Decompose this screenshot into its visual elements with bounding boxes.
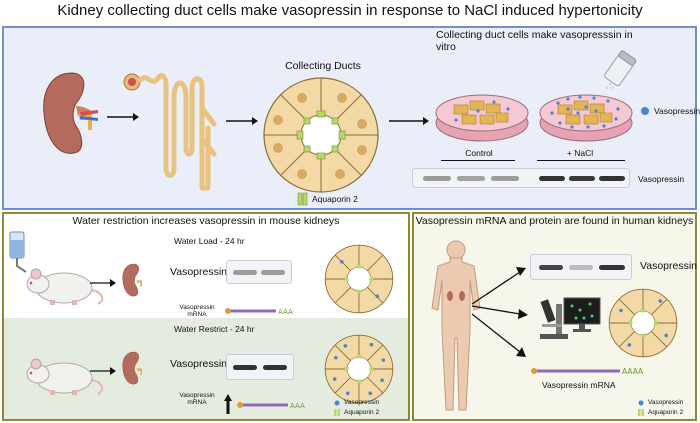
top-panel: Collecting Ducts Aquaporin 2 Collecting …: [2, 26, 700, 210]
petri-dish-control: [435, 94, 529, 142]
blot-band: [233, 270, 257, 275]
blot-band: [539, 265, 563, 270]
legend-vasopressin: Vasopressin: [344, 399, 380, 406]
human-panel: Vasopressin mRNA and protein are found i…: [412, 212, 697, 421]
water-bottle-icon: [9, 231, 27, 273]
water-load-label: Water Load - 24 hr: [174, 236, 245, 246]
aquaporin-legend-label: Aquaporin 2: [312, 194, 358, 204]
western-blot-human: [530, 254, 632, 280]
arrow-icon: [389, 117, 429, 125]
aquaporin-icon: [334, 409, 340, 416]
arrow-icon: [107, 113, 139, 121]
collecting-duct-icon: [324, 244, 394, 314]
aquaporin-icon: [638, 409, 644, 416]
kidney-icon: [122, 263, 142, 297]
arrow-icon: [471, 267, 526, 305]
mouse-panel: Water restriction increases vasopressin …: [2, 212, 410, 421]
kidney-icon: [122, 351, 142, 385]
control-label: Control: [465, 148, 493, 158]
mrna-strand-icon: AAA: [225, 308, 293, 316]
blot-band: [539, 176, 565, 181]
mrna-strand-icon: AAA: [237, 402, 305, 410]
vasopressin-dot-icon: [638, 400, 644, 406]
blot-band: [599, 265, 625, 270]
svg-text:AAA: AAA: [290, 402, 305, 410]
legend-aquaporin: Aquaporin 2: [344, 409, 380, 416]
blot-band: [599, 176, 625, 181]
control-divider: [441, 160, 515, 161]
mouse-icon: [26, 358, 104, 395]
human-mrna-label: Vasopressin mRNA: [542, 380, 616, 390]
blot-label: Vasopressin: [638, 174, 685, 184]
blot-band: [423, 176, 451, 181]
mouse-panel-title: Water restriction increases vasopressin …: [72, 215, 340, 227]
svg-text:AAA: AAA: [278, 308, 293, 316]
collecting-duct-icon: [263, 77, 379, 193]
arrow-icon: [471, 305, 528, 319]
human-panel-title: Vasopressin mRNA and protein are found i…: [415, 215, 694, 227]
aquaporin-icon: [297, 192, 308, 206]
blot-band: [569, 176, 595, 181]
western-blot-restrict: [226, 354, 294, 380]
mrna-label-restrict: Vasopressin mRNA: [179, 392, 215, 406]
up-arrow-icon: [224, 394, 232, 414]
western-blot-load: [226, 260, 292, 284]
human-blot-label: Vasopressin: [640, 260, 698, 272]
kidney-icon: [43, 72, 98, 154]
mrna-label-load: Vasopressin mRNA: [179, 304, 215, 318]
blot-band: [233, 365, 257, 370]
arrow-icon: [471, 313, 526, 357]
arrow-icon: [90, 279, 116, 287]
petri-dish-nacl: [539, 94, 633, 142]
arrow-icon: [90, 367, 116, 375]
vasopressin-dot-icon: [334, 400, 340, 406]
figure-title: Kidney collecting duct cells make vasopr…: [57, 2, 643, 19]
vasopressin-dot-icon: [641, 107, 649, 115]
vasopressin-label-restrict: Vasopressin: [170, 358, 228, 370]
collecting-ducts-label: Collecting Ducts: [285, 60, 361, 72]
svg-text:AAAA: AAAA: [622, 367, 644, 376]
nephron-icon: [123, 73, 217, 191]
blot-band: [491, 176, 519, 181]
nacl-divider: [537, 160, 625, 161]
blot-band: [263, 365, 287, 370]
collecting-duct-icon: [324, 334, 394, 404]
salt-shaker-icon: [604, 50, 637, 89]
vasopressin-label-load: Vasopressin: [170, 266, 228, 278]
arrow-icon: [226, 117, 258, 125]
vasopressin-legend-label: Vasopressin: [654, 106, 700, 116]
blot-band: [569, 265, 593, 270]
microscope-icon: [540, 299, 568, 339]
nacl-label: + NaCl: [566, 148, 594, 158]
blot-band: [261, 270, 285, 275]
human-body-icon: [431, 240, 481, 411]
collecting-duct-icon: [608, 288, 678, 358]
monitor-icon: [563, 297, 601, 332]
western-blot: [412, 168, 630, 188]
legend-aquaporin: Aquaporin 2: [648, 409, 684, 416]
legend-vasopressin: Vasopressin: [648, 399, 684, 406]
mrna-strand-icon: AAAA: [531, 367, 644, 376]
water-restrict-label: Water Restrict - 24 hr: [174, 324, 255, 334]
mouse-icon: [26, 268, 104, 305]
blot-band: [457, 176, 485, 181]
in-vitro-title: Collecting duct cells make vasopresssin …: [436, 29, 633, 53]
